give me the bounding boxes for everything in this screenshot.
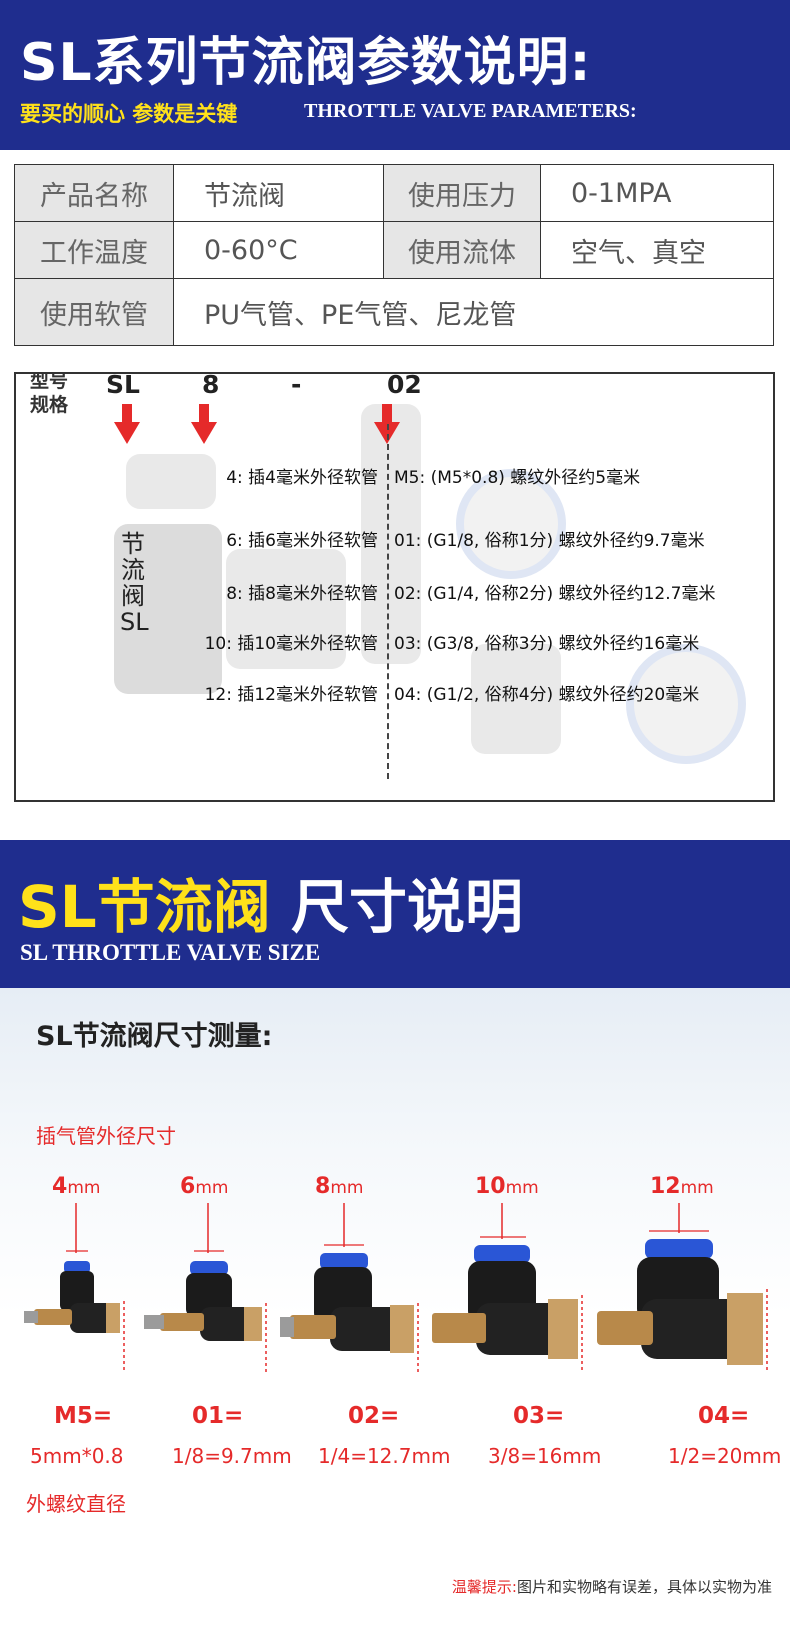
- bg-fitting-ring-2: [626, 644, 746, 764]
- disclaimer-prefix: 温馨提示:: [451, 1578, 517, 1596]
- size-section-title: SL节流阀尺寸测量:: [36, 1021, 273, 1052]
- tube-size-label: 10mm: [475, 1174, 539, 1199]
- thread-size-label: 1/2=20mm: [668, 1444, 782, 1468]
- size-banner-title-yellow: SL节流阀: [18, 873, 271, 941]
- bg-fitting-body: [114, 524, 222, 694]
- param-name-label: 产品名称: [15, 165, 174, 222]
- thread-option-02: 02: (G1/4, 俗称2分) 螺纹外径约12.7毫米: [394, 584, 716, 604]
- size-section: SL节流阀尺寸测量: 插气管外径尺寸 4mm 6mm 8mm 10mm 12mm: [0, 988, 790, 1643]
- divider-dashed: [387, 424, 389, 779]
- thread-code-label: 02=: [348, 1403, 400, 1429]
- arrow-down-icon: [114, 404, 140, 444]
- tube-size-label: 8mm: [315, 1174, 364, 1199]
- tube-option-12: 12: 插12毫米外径软管: [204, 685, 378, 705]
- thread-size-label: 1/4=12.7mm: [318, 1444, 451, 1468]
- disclaimer-text: 图片和实物略有误差，具体以实物为准: [516, 1578, 772, 1596]
- fitting-10mm-image: [432, 1203, 583, 1373]
- param-fluid-value: 空气、真空: [541, 222, 773, 279]
- bg-fitting-stem: [361, 404, 421, 664]
- tube-option-8: 8: 插8毫米外径软管: [226, 584, 378, 604]
- size-banner-english: SL THROTTLE VALVE SIZE: [20, 940, 321, 965]
- size-banner-title: SL节流阀 尺寸说明: [18, 860, 523, 944]
- thread-size-label: 1/8=9.7mm: [172, 1444, 292, 1468]
- tube-option-10: 10: 插10毫米外径软管: [204, 634, 378, 654]
- param-pressure-value: 0-1MPA: [541, 165, 773, 222]
- fitting-12mm-image: [597, 1203, 768, 1373]
- params-banner: SL系列节流阀参数说明: 要买的顺心 参数是关键 THROTTLE VALVE …: [0, 0, 790, 150]
- param-temp-label: 工作温度: [15, 222, 174, 279]
- thread-size-label: 3/8=16mm: [488, 1444, 602, 1468]
- param-temp-value: 0-60°C: [174, 222, 384, 279]
- disclaimer-note: 温馨提示:图片和实物略有误差，具体以实物为准: [452, 1576, 772, 1597]
- param-hose-label: 使用软管: [15, 279, 174, 345]
- thread-od-caption: 外螺纹直径: [26, 1492, 126, 1516]
- parameter-table: 产品名称 节流阀 使用压力 0-1MPA 工作温度 0-60°C 使用流体 空气…: [14, 164, 774, 346]
- thread-option-01: 01: (G1/8, 俗称1分) 螺纹外径约9.7毫米: [394, 531, 705, 551]
- arrow-down-icon: [191, 404, 217, 444]
- thread-code-label: 04=: [698, 1403, 750, 1429]
- bg-fitting-elbow: [226, 549, 346, 669]
- tube-size-label: 4mm: [52, 1174, 101, 1199]
- fitting-6mm-image: [144, 1203, 267, 1373]
- param-hose-value: PU气管、PE气管、尼龙管: [174, 279, 773, 345]
- param-fluid-label: 使用流体: [384, 222, 541, 279]
- thread-option-04: 04: (G1/2, 俗称4分) 螺纹外径约20毫米: [394, 685, 700, 705]
- size-banner: SL节流阀 尺寸说明 SL THROTTLE VALVE SIZE: [0, 840, 790, 988]
- thread-code-label: 01=: [192, 1403, 244, 1429]
- tube-size-label: 6mm: [180, 1174, 229, 1199]
- fitting-4mm-image: [24, 1203, 125, 1373]
- code-size: 8: [202, 372, 220, 399]
- params-banner-title: SL系列节流阀参数说明:: [20, 33, 592, 93]
- thread-option-m5: M5: (M5*0.8) 螺纹外径约5毫米: [394, 468, 641, 488]
- fitting-8mm-image: [280, 1203, 419, 1373]
- tube-option-4: 4: 插4毫米外径软管: [226, 468, 378, 488]
- tube-size-label: 12mm: [650, 1174, 714, 1199]
- bg-fitting-knob: [126, 454, 216, 509]
- code-thread: 02: [387, 372, 422, 399]
- thread-code-label: 03=: [513, 1403, 565, 1429]
- tube-od-caption: 插气管外径尺寸: [36, 1124, 176, 1148]
- spec-label-line2: 规格: [30, 394, 69, 416]
- spec-label-line1: 型号: [30, 372, 69, 392]
- size-banner-title-white: 尺寸说明: [290, 873, 523, 941]
- vertical-product-name: 节流阀SL: [120, 530, 149, 636]
- thread-size-label: 5mm*0.8: [30, 1444, 124, 1468]
- tube-option-6: 6: 插6毫米外径软管: [226, 531, 378, 551]
- model-spec-box: 型号 规格 SL 8 - 02 节流阀SL 4: 插4毫米外径软管 6: 插6毫…: [14, 372, 775, 802]
- param-name-value: 节流阀: [174, 165, 384, 222]
- params-banner-english: THROTTLE VALVE PARAMETERS:: [304, 100, 637, 122]
- thread-option-03: 03: (G3/8, 俗称3分) 螺纹外径约16毫米: [394, 634, 700, 654]
- bg-fitting-ring: [456, 469, 566, 579]
- param-pressure-label: 使用压力: [384, 165, 541, 222]
- code-series: SL: [106, 372, 140, 399]
- thread-code-label: M5=: [54, 1403, 113, 1429]
- code-dash: -: [291, 372, 302, 399]
- params-banner-slogan: 要买的顺心 参数是关键: [20, 102, 238, 126]
- bg-fitting-body-2: [471, 644, 561, 754]
